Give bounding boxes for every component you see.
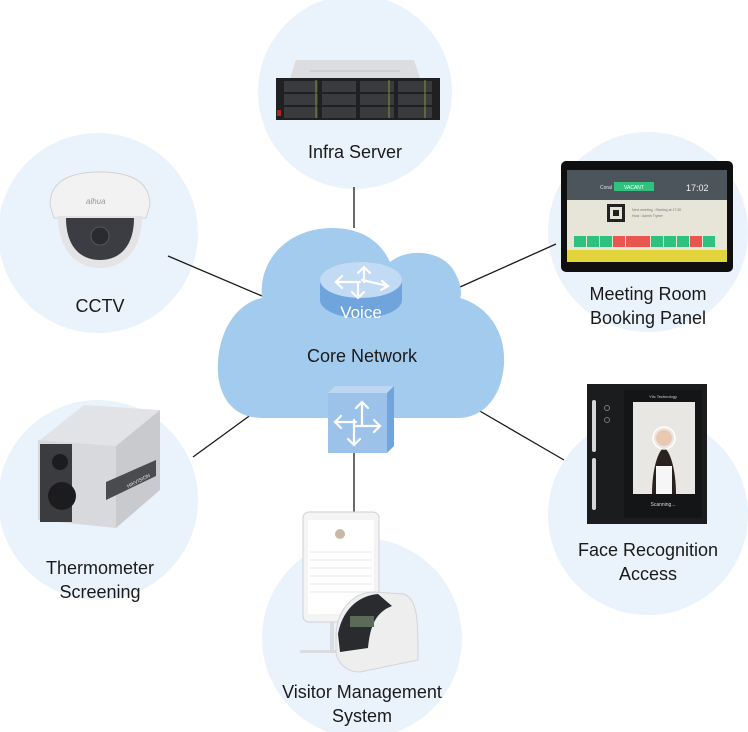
dome-camera-icon: alhua [49, 171, 151, 268]
label-line: Screening [59, 582, 141, 602]
tablet-printer-icon [300, 511, 419, 673]
label-visitor: Visitor Management System [252, 680, 472, 728]
panel-next: Next meeting : Starting at 17:30 [632, 208, 681, 212]
label-line: Visitor Management [282, 682, 442, 702]
label-line: Thermometer [45, 558, 155, 578]
label-infra-server: Infra Server [255, 140, 455, 164]
router-arrows-icon [334, 265, 390, 300]
label-line: CCTV [75, 296, 125, 316]
router-label: Voice [340, 303, 382, 322]
link-meeting-room [459, 243, 557, 288]
booking-panel-icon: Coral VACANT 17:02 Next meeting : Starti… [561, 161, 733, 272]
label-thermometer: Thermometer Screening [0, 556, 200, 604]
switch-side [387, 386, 394, 453]
label-line: Access [618, 564, 678, 584]
voice-router: Voice [320, 262, 402, 322]
rack-server-icon [276, 60, 440, 120]
core-network-label: Core Network [307, 346, 418, 366]
face-brand: Ytlc Technology [649, 394, 677, 399]
core-network-cloud [217, 228, 505, 418]
label-meeting-room: Meeting Room Booking Panel [548, 282, 748, 330]
cctv-brand: alhua [86, 197, 106, 206]
link-cctv [167, 255, 263, 297]
face-status: Scanning... [650, 502, 675, 508]
label-line: System [331, 706, 392, 726]
label-line: Meeting Room [589, 284, 707, 304]
panel-timeline [574, 236, 715, 247]
panel-time: 17:02 [686, 183, 709, 193]
link-thermometer [192, 413, 253, 458]
switch-arrows-icon [333, 400, 382, 447]
label-line: Infra Server [307, 142, 403, 162]
link-face-recognition [477, 409, 565, 461]
label-line: Booking Panel [589, 308, 707, 328]
panel-status: VACANT [624, 185, 644, 191]
face-terminal-icon: Ytlc Technology Scanning... [587, 384, 707, 524]
panel-room: Coral [600, 185, 612, 191]
thermal-camera-icon: HIKVISION [38, 405, 160, 528]
label-face-recognition: Face Recognition Access [548, 538, 748, 586]
connectors [167, 187, 565, 512]
label-line: Face Recognition [577, 540, 719, 560]
panel-host: Host : Admin Tryber [632, 214, 664, 218]
network-switch [328, 386, 394, 453]
switch-top [328, 386, 394, 393]
label-cctv: CCTV [0, 294, 200, 318]
